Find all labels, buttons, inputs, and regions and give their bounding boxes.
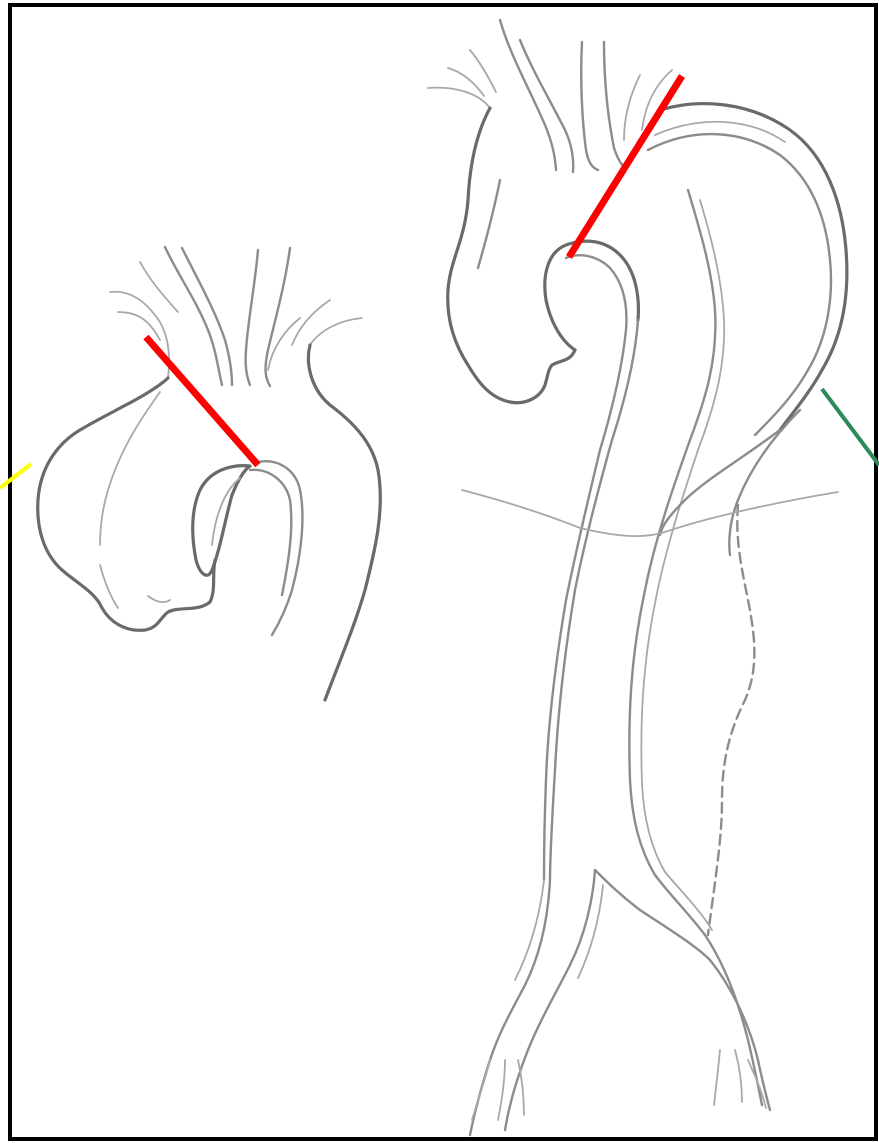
- left-sac-inner-2: [100, 565, 118, 608]
- right-right-tuft-a: [714, 1050, 720, 1105]
- left-branch-1b: [118, 312, 160, 340]
- left-arch-outer: [308, 345, 380, 700]
- left-yellow-pointer: [0, 464, 31, 488]
- right-ascending-inner: [478, 180, 500, 268]
- right-thoracoabdominal-aorta: [428, 20, 847, 1135]
- left-aneurysm-sac: [38, 378, 215, 630]
- left-aortic-arch-aneurysm: [38, 247, 381, 700]
- left-branch-4b: [310, 318, 362, 345]
- right-bifurcation-crotch: [595, 870, 770, 1110]
- right-bifurcation-inner: [505, 870, 595, 1130]
- right-arch-red-cut-line: [569, 76, 682, 257]
- right-abdominal-left-wall-2: [515, 880, 544, 980]
- right-diaphragm-line: [462, 490, 838, 536]
- right-graft-limb-a: [660, 430, 780, 535]
- left-arch-loop: [193, 466, 250, 576]
- right-descending-wall-a: [550, 320, 638, 880]
- right-descending-green-pointer: [822, 389, 879, 465]
- right-arch-loop-inner: [566, 255, 626, 330]
- left-branch-1: [110, 292, 169, 378]
- right-branch-2b: [520, 40, 573, 172]
- right-branch-1c: [470, 50, 496, 92]
- left-branch-4c: [292, 300, 330, 345]
- right-branch-3b: [604, 42, 626, 168]
- left-branch-2b: [182, 248, 232, 385]
- right-right-tuft-b: [735, 1050, 742, 1102]
- right-native-dashed: [708, 505, 754, 935]
- left-arch-inner-a: [258, 461, 302, 635]
- right-branch-4a: [624, 75, 640, 140]
- right-graft-limb-b: [729, 410, 800, 555]
- right-left-tuft-a: [472, 1060, 490, 1120]
- right-arch-outer: [660, 104, 847, 430]
- left-arch-red-cut-line: [146, 337, 258, 465]
- right-arch-inner: [648, 134, 831, 435]
- right-branch-3a: [581, 42, 598, 170]
- right-descending-wall-b: [544, 330, 626, 880]
- right-right-iliac: [655, 875, 762, 1105]
- left-arch-inner-b: [250, 470, 291, 595]
- right-left-tuft-b: [498, 1060, 505, 1120]
- left-sac-inner-3: [148, 596, 170, 602]
- frame-border: [10, 5, 876, 1139]
- right-right-iliac-2: [665, 872, 712, 930]
- right-flap-b: [641, 200, 724, 872]
- left-branch-3a: [246, 250, 258, 385]
- right-ascending-outer: [448, 108, 575, 403]
